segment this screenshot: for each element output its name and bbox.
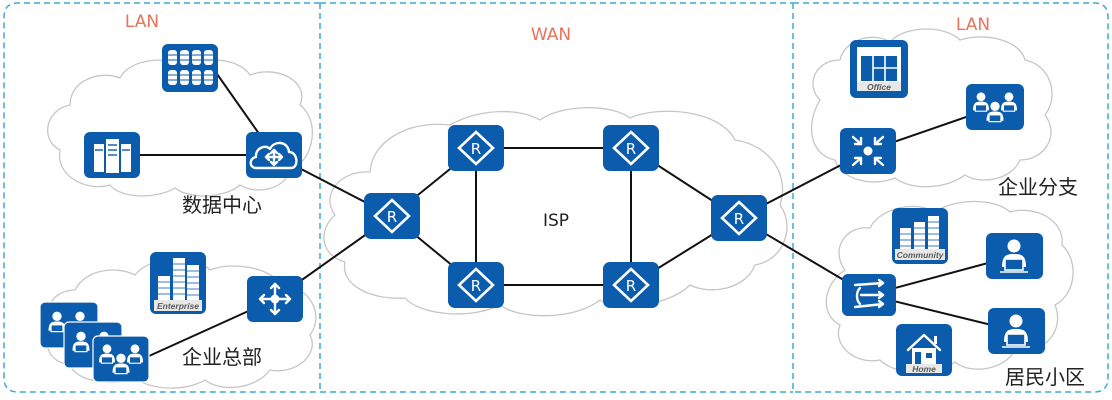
site-label-branch: 企业分支 <box>998 175 1078 199</box>
branch-user-group-icon[interactable] <box>966 84 1024 130</box>
wan-router-top-left-icon[interactable] <box>446 123 506 173</box>
wan-router-top-right-icon[interactable] <box>601 123 661 173</box>
office-building-icon[interactable]: Office <box>850 40 908 98</box>
wan-router-left-icon[interactable] <box>362 191 422 241</box>
server-rack-icon[interactable] <box>84 132 140 178</box>
storage-array-icon[interactable] <box>162 44 218 92</box>
zone-borders <box>3 2 1109 393</box>
wan-router-bottom-right-icon[interactable] <box>601 260 661 310</box>
zone-title-lan-left: LAN <box>125 12 159 32</box>
cloud-router-icon[interactable] <box>246 132 302 178</box>
site-label-headquarters: 企业总部 <box>182 345 262 369</box>
site-label-residential: 居民小区 <box>1005 365 1085 389</box>
site-label-data-center: 数据中心 <box>182 193 262 217</box>
community-building-icon[interactable]: Community <box>892 208 948 264</box>
caption-enterprise: Enterprise <box>157 301 199 311</box>
enterprise-building-icon[interactable]: Enterprise <box>150 252 206 314</box>
lan-right-border <box>793 2 1109 393</box>
caption-office: Office <box>867 82 891 92</box>
caption-home: Home <box>912 364 936 374</box>
wan-router-right-icon[interactable] <box>709 193 769 243</box>
home-user-2-icon[interactable] <box>988 308 1045 354</box>
caption-community: Community <box>897 250 945 260</box>
zone-title-wan: WAN <box>531 25 571 45</box>
zone-title-lan-right: LAN <box>956 15 990 35</box>
lan-left-border <box>3 2 320 393</box>
branch-switch-icon[interactable] <box>840 128 896 174</box>
wan-router-bottom-left-icon[interactable] <box>446 260 506 310</box>
cloud-isp <box>323 107 788 317</box>
residential-router-icon[interactable] <box>842 274 896 316</box>
home-icon[interactable]: Home <box>896 324 952 376</box>
user-group-stack-icon[interactable] <box>39 301 150 383</box>
hq-router-icon[interactable] <box>247 276 303 322</box>
home-user-1-icon[interactable] <box>986 233 1043 279</box>
isp-label: ISP <box>543 211 569 231</box>
